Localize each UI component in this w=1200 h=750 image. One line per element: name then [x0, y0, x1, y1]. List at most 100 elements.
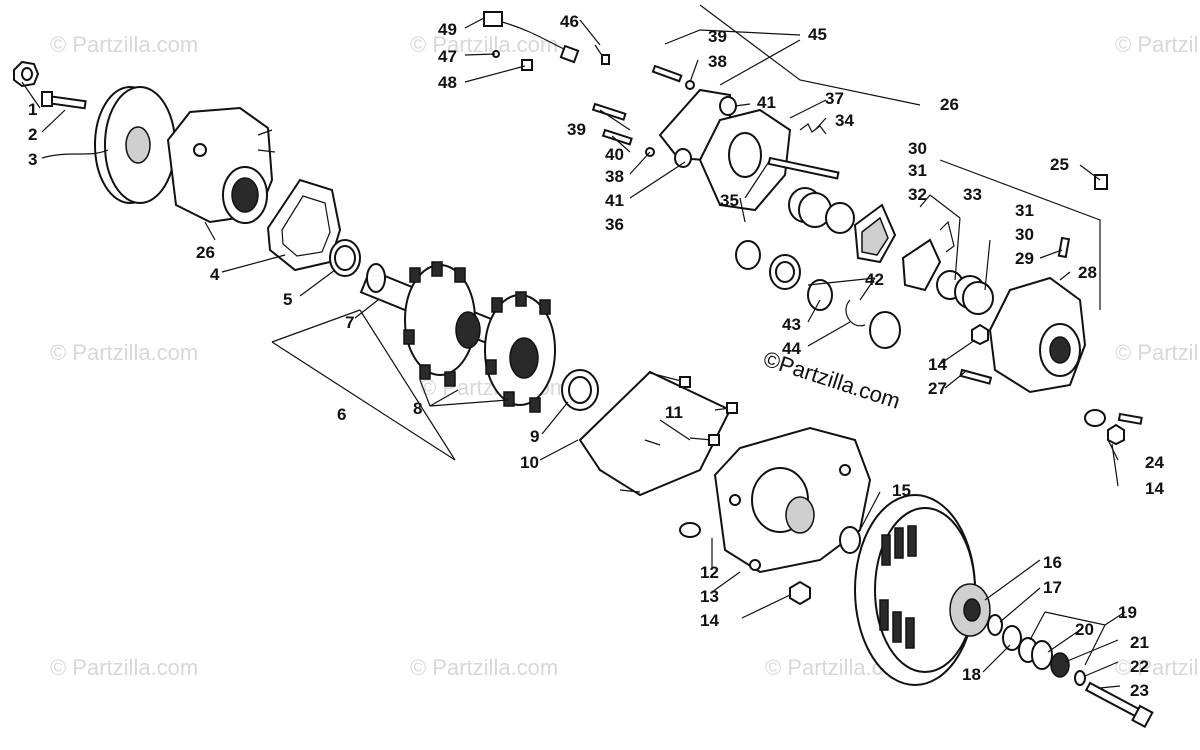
callout: 21: [1130, 633, 1149, 652]
part-bolt-23: [1084, 681, 1154, 729]
part-washer-22: [1074, 670, 1086, 686]
callout: 7: [345, 313, 354, 332]
part-bolt-40: [601, 128, 633, 146]
part-brake-pad-32b: [901, 238, 942, 292]
part-nut-14: [789, 580, 811, 606]
callout: 30: [1015, 225, 1034, 244]
callout: 27: [928, 379, 947, 398]
callout: 42: [865, 270, 884, 289]
callout: 41: [605, 191, 624, 210]
callout: 11: [665, 403, 683, 422]
part-bearing-42a: [735, 240, 761, 270]
brake-assembly: [483, 11, 1143, 446]
part-spring-33: [939, 220, 955, 253]
callout: 34: [835, 111, 854, 130]
callout: 28: [1078, 263, 1097, 282]
callout: 43: [782, 315, 801, 334]
callout: 31: [908, 161, 927, 180]
part-snap-ring-44: [845, 299, 866, 327]
callout: 15: [892, 481, 911, 500]
callout: 39: [567, 120, 586, 139]
part-bolt-2: [41, 91, 87, 110]
part-nut-1-hole: [21, 67, 33, 81]
part-drive-sprocket-8a: [404, 264, 481, 376]
callout: 39: [708, 27, 727, 46]
part-washer-24: [1084, 409, 1106, 427]
callout: 48: [438, 73, 457, 92]
callout: 47: [438, 47, 457, 66]
callout: 14: [700, 611, 719, 630]
watermark: © Partzilla.com: [50, 655, 198, 680]
callout: 14: [1145, 479, 1164, 498]
callout: 14: [928, 355, 947, 374]
callout: 40: [605, 145, 624, 164]
part-washer-17: [987, 614, 1003, 636]
watermark: © Partzilla.com: [50, 32, 198, 57]
callout: 32: [908, 185, 927, 204]
part-ring-18: [1002, 625, 1022, 651]
part-drive-sprocket-8b: [484, 294, 556, 406]
callout: 46: [560, 12, 579, 31]
part-seal-31a: [825, 202, 855, 234]
watermark: © Partzilla.com: [1115, 340, 1200, 365]
leader-lines: [21, 4, 1126, 689]
watermark: © Partzilla.com: [410, 655, 558, 680]
callout: 20: [1075, 620, 1094, 639]
callout: 16: [1043, 553, 1062, 572]
callout: 17: [1043, 578, 1062, 597]
part-housing-26: [166, 106, 276, 224]
callout: 31: [1015, 201, 1034, 220]
left-assembly: [13, 60, 361, 277]
callout: 44: [782, 339, 801, 358]
part-washer-21: [1050, 652, 1070, 678]
callout: 12: [700, 563, 719, 582]
part-bleeder-29: [1057, 236, 1071, 259]
callout: 9: [530, 427, 539, 446]
callout: 10: [520, 453, 539, 472]
callout: 38: [708, 52, 727, 71]
callout: 45: [808, 25, 827, 44]
part-washer-20: [1031, 640, 1053, 670]
callout: 30: [908, 139, 927, 158]
callout: 36: [605, 215, 624, 234]
callout: 13: [700, 587, 719, 606]
callout: 23: [1130, 681, 1149, 700]
callout: 26: [940, 95, 959, 114]
callout: 26: [196, 243, 215, 262]
callout: 25: [1050, 155, 1069, 174]
driveshaft-assembly: [359, 261, 599, 413]
part-piston-30b: [954, 275, 994, 315]
callout: 33: [963, 185, 982, 204]
part-spring-34: [799, 123, 827, 135]
part-pin-46: [594, 44, 610, 65]
callout: 18: [962, 665, 981, 684]
callout: 37: [825, 89, 844, 108]
part-nut-14c: [1107, 423, 1125, 446]
part-washer-12: [679, 522, 701, 538]
callout: 6: [337, 405, 346, 424]
callout: 38: [605, 167, 624, 186]
callout: 35: [720, 191, 739, 210]
part-gasket-10: [578, 370, 732, 497]
part-bolt-27: [959, 368, 993, 385]
part-bolt-24: [1117, 412, 1143, 425]
part-sensor-harness-49: [483, 11, 580, 71]
part-bolt-39b: [591, 102, 627, 121]
watermark: © Partzilla.com: [410, 32, 558, 57]
callout: 19: [1118, 603, 1137, 622]
part-bolts-11: [619, 372, 738, 493]
part-spacer-41b: [674, 148, 692, 168]
sprocket-teeth: [403, 261, 551, 413]
callout: 8: [413, 399, 422, 418]
part-seal-43b: [869, 311, 901, 349]
watermark: © Partzilla.com: [50, 340, 198, 365]
watermark: © Partzilla.com: [1115, 655, 1200, 680]
part-nut-14b: [971, 323, 989, 346]
part-pulley-3: [94, 86, 176, 204]
callout: 4: [210, 265, 220, 284]
callout-labels: 1 2 3 26 4 5 7 6 8 9 10 11 12 13 14 15 1…: [28, 12, 1164, 700]
callout: 24: [1145, 453, 1164, 472]
callout: 22: [1130, 657, 1149, 676]
part-washer-38a: [685, 80, 695, 90]
